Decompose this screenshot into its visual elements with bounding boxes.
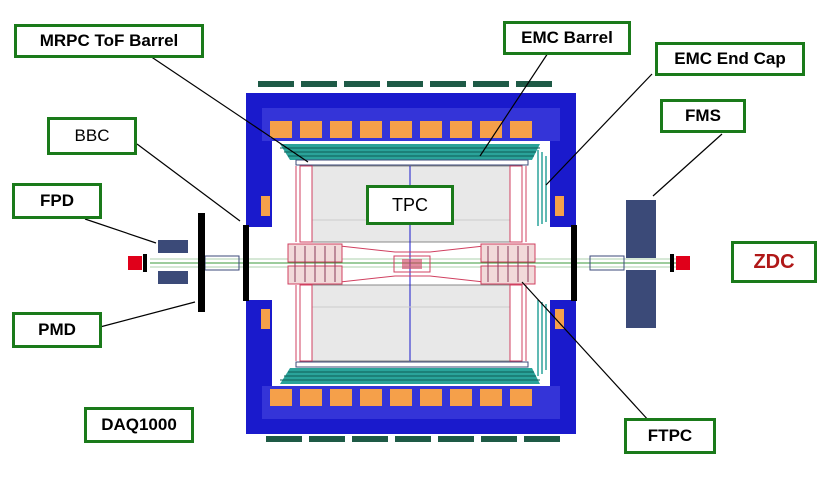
- label-mrpc-tof-barrel: MRPC ToF Barrel: [14, 24, 204, 58]
- emc-barrel-bands: [280, 144, 540, 384]
- label-fpd: FPD: [12, 183, 102, 219]
- bottom-plates: [266, 436, 560, 442]
- pmd-plate: [198, 213, 205, 312]
- label-emc-barrel: EMC Barrel: [503, 21, 631, 55]
- label-daq1000: DAQ1000: [84, 407, 194, 443]
- coils-top: [270, 121, 532, 138]
- emc-endcap-stripes: [537, 150, 547, 376]
- tpc-volume: [311, 165, 511, 362]
- tof-bands: [295, 159, 529, 368]
- bbc-bars: [243, 225, 577, 301]
- coils-bottom: [270, 389, 532, 406]
- top-plates: [258, 81, 552, 87]
- fms-blocks: [626, 200, 656, 328]
- label-tpc: TPC: [366, 185, 454, 225]
- tpc-endwalls: [295, 165, 527, 362]
- ftpc-modules: [287, 243, 536, 285]
- beam-funnel: [339, 245, 485, 283]
- label-bbc: BBC: [47, 117, 137, 155]
- label-fms: FMS: [660, 99, 746, 133]
- label-emc-end-cap: EMC End Cap: [655, 42, 805, 76]
- zdc-markers: [128, 254, 690, 272]
- fpd-blocks: [158, 240, 188, 284]
- label-pmd: PMD: [12, 312, 102, 348]
- label-zdc: ZDC: [731, 241, 817, 283]
- label-ftpc: FTPC: [624, 418, 716, 454]
- callout-lines: [84, 52, 723, 423]
- coils-side: [261, 196, 564, 329]
